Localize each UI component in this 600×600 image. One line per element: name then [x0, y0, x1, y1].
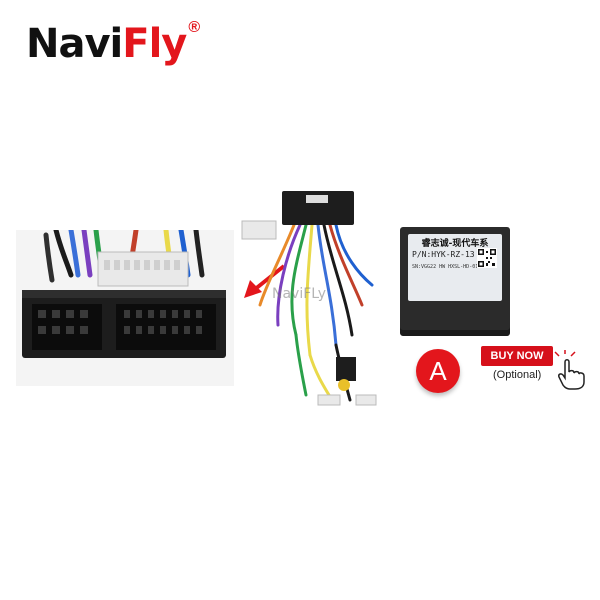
qr-code-icon: [477, 248, 497, 268]
decoder-box: 睿志诚-现代车系 P/N:HYK-RZ-13 SN:VGG22 HW HXSL-…: [400, 227, 510, 330]
buy-now-button[interactable]: BUY NOW: [481, 346, 553, 366]
connector-closeup-image: [16, 230, 234, 386]
logo-text-fly: Fly: [122, 21, 187, 67]
option-a-badge: A: [416, 349, 460, 393]
decoder-part-number: P/N:HYK-RZ-13: [412, 250, 475, 259]
registered-mark: ®: [188, 19, 201, 36]
decoder-title: 睿志诚-现代车系: [421, 239, 489, 249]
decoder-label: 睿志诚-现代车系 P/N:HYK-RZ-13 SN:VGG22 HW HXSL-…: [408, 234, 502, 301]
watermark: NaviFLy: [272, 286, 327, 302]
logo-text-navi: Navi: [26, 21, 123, 67]
wiring-harness-image: [241, 191, 377, 406]
optional-note: (Optional): [493, 369, 542, 381]
decoder-serial: SN:VGG22 HW HXSL-HD-0102: [412, 264, 485, 270]
pointing-hand-icon: [554, 350, 585, 390]
arrow-icon: [244, 264, 286, 298]
